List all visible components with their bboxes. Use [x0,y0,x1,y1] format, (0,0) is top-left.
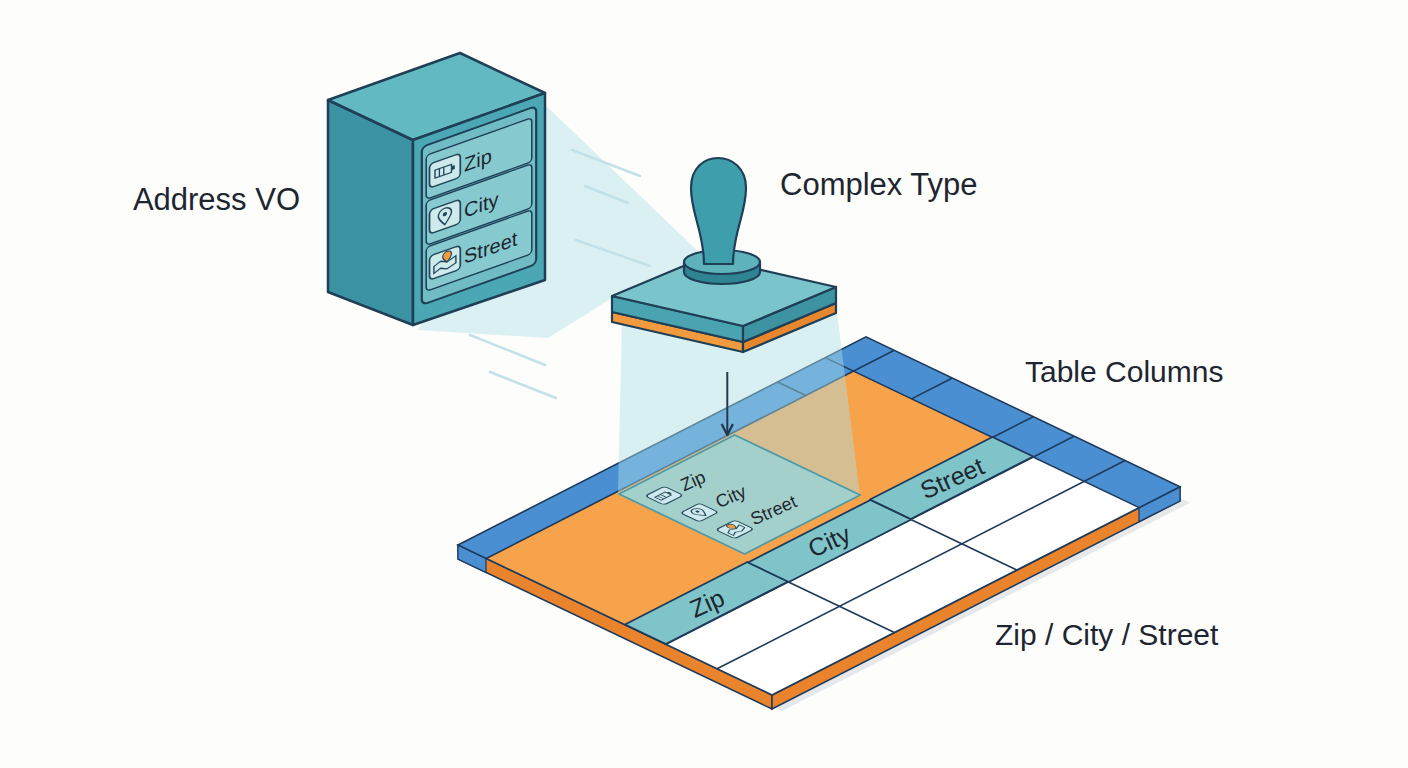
stamp-tool: Complex Type [612,158,836,372]
street-icon [716,520,754,539]
field-label: Zip [464,143,492,177]
panel-frame [422,106,536,305]
cube-front-face [413,93,545,325]
zip-icon [645,486,683,505]
column-header-cell: Street [870,437,1033,519]
heading-label: Complex Type [780,166,978,203]
city-icon [681,503,719,522]
street-icon [430,245,461,280]
value-object-cube [328,53,545,325]
cell-shape [748,500,911,582]
cell-shape [625,562,788,644]
column-header-cell: City [748,500,911,582]
column-header-cell: Zip [625,562,788,644]
flow-arrow [726,372,728,435]
heading-label: Table Columns [1025,354,1223,390]
heading-label: Address VO [40,181,300,218]
field-label: Street [464,226,517,269]
field-label: City [464,187,498,223]
caption-label: Zip / City / Street [995,617,1218,653]
stamp-handle [691,158,746,264]
city-icon [430,199,461,234]
value-object-box: Address VOZipCityStreet [328,42,545,325]
cell-shape [870,437,1033,519]
field-panel [422,106,536,305]
imprint-icon-group [645,486,754,538]
zip-icon [430,153,461,188]
database-table: Table ColumnsZip / City / StreetZipCityS… [455,335,1200,720]
